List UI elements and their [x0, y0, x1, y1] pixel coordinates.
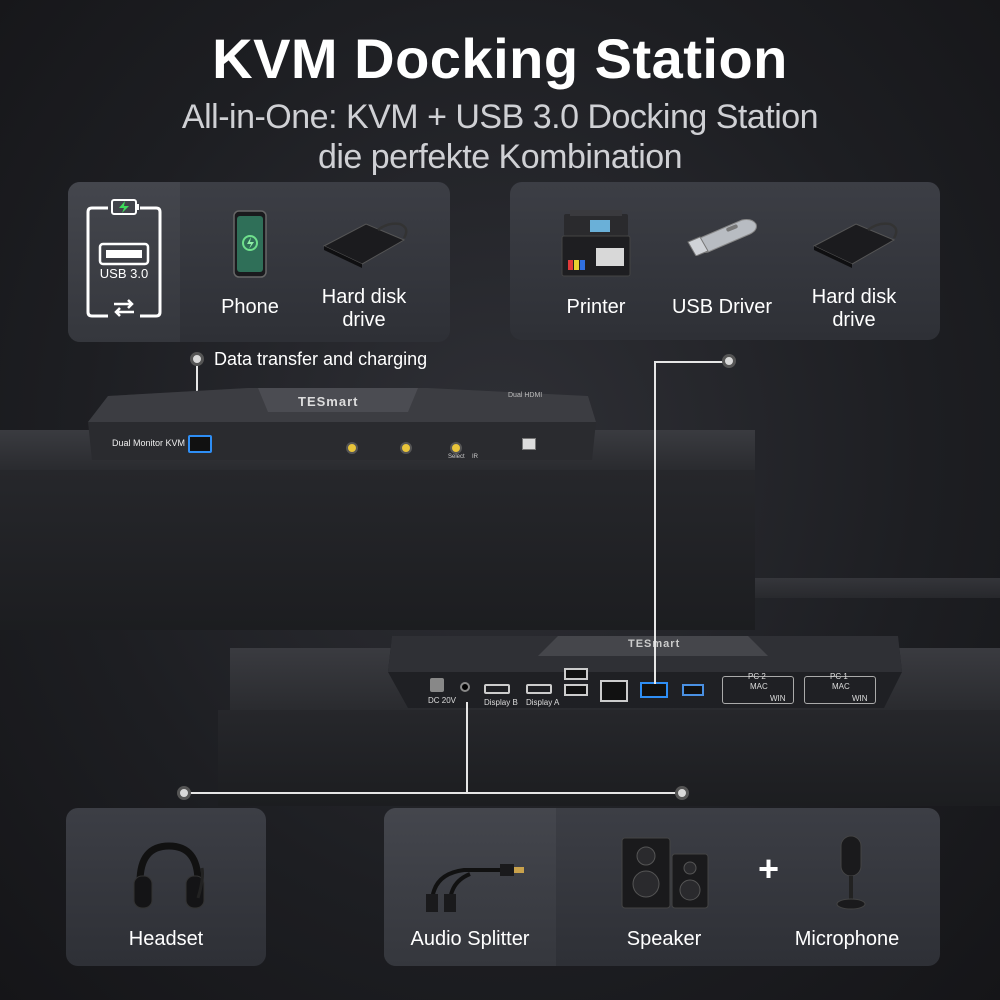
kvm-back-body — [388, 636, 902, 708]
audio-panel-left: Headset — [66, 808, 266, 966]
kvm-back-brand: TESmart — [628, 638, 680, 650]
hard-disk-label-line1: Hard disk — [321, 286, 407, 308]
microphone-label: Microphone — [794, 928, 900, 950]
connector-dot-bottom-right — [675, 786, 689, 800]
hard-disk-icon — [322, 222, 408, 268]
kvm-brand-label: TESmart — [298, 394, 359, 409]
hdmi-port-display-a — [526, 684, 552, 694]
upper-pedestal-face — [0, 470, 755, 630]
hdmi-port-display-b — [484, 684, 510, 694]
phone-label: Phone — [221, 296, 279, 318]
page-title: KVM Docking Station — [212, 27, 788, 90]
usb-port-back-2 — [564, 684, 588, 696]
pc2-mac-label: MAC — [750, 682, 768, 691]
connector-dot-top-right — [722, 354, 736, 368]
kvm-corner-label: Dual HDMI — [508, 392, 543, 399]
select-label: Select — [448, 454, 465, 460]
usb3-port-2 — [682, 684, 704, 696]
hard-disk-label-line2: drive — [342, 309, 386, 331]
kvm-front-body — [88, 388, 596, 460]
audio-splitter-icon — [426, 864, 524, 912]
phone-icon — [233, 210, 267, 278]
hard-disk-label-line2: drive — [832, 309, 876, 331]
callout-text: Data transfer and charging — [214, 349, 428, 369]
ethernet-port — [600, 680, 628, 702]
usb-charging-icon — [86, 199, 162, 318]
usb-badge-label: USB 3.0 — [99, 266, 149, 281]
audio-splitter-tile — [384, 808, 556, 966]
usb-port-back-1 — [564, 668, 588, 680]
pc1-win-label: WIN — [852, 694, 868, 703]
connector-dot-bottom-left — [177, 786, 191, 800]
display-a-label: Display A — [526, 698, 560, 707]
hard-disk-label: Hard disk drive — [304, 286, 424, 332]
kvm-back-device: TESmart DC 20V Display B Display A PC 2 … — [388, 632, 902, 712]
subtitle-line-1: All-in-One: KVM + USB 3.0 Docking Statio… — [181, 98, 819, 136]
right-pedestal-top — [755, 578, 1000, 598]
connector-line-back-usb — [654, 362, 656, 684]
usb3-port-highlighted — [640, 682, 668, 698]
lower-pedestal-face — [218, 710, 1000, 806]
dc-power-port — [430, 678, 444, 692]
connector-line-top-right — [654, 361, 730, 363]
hard-disk-label-line1: Hard disk — [811, 286, 897, 308]
pc2-label: PC 2 — [748, 672, 766, 681]
plus-sign: + — [758, 848, 780, 889]
select-button — [450, 442, 462, 454]
audio-panel-right: Audio Splitter Speaker + Microphone — [384, 808, 940, 966]
audio-jack — [460, 682, 470, 692]
usb-drive-icon — [687, 219, 757, 256]
headset-label: Headset — [128, 928, 204, 950]
audio-splitter-label: Audio Splitter — [410, 928, 530, 950]
printer-icon — [561, 210, 631, 277]
pc-select-button-2 — [400, 442, 412, 454]
usb-devices-panel-right: Printer USB Driver Hard disk drive — [510, 182, 940, 340]
hard-disk-icon — [812, 222, 898, 268]
subtitle-line-2: die perfekte Kombination — [317, 138, 683, 176]
dc-label: DC 20V — [428, 696, 457, 705]
kvm-model-label: Dual Monitor KVM — [112, 438, 186, 448]
hard-disk-label-right: Hard disk drive — [794, 286, 914, 332]
kvm-front-device: TESmart Dual HDMI Dual Monitor KVM Selec… — [88, 386, 596, 462]
microphone-icon — [836, 835, 866, 910]
printer-label: Printer — [566, 296, 626, 318]
pc1-port-group — [804, 676, 876, 704]
pc-select-button-1 — [346, 442, 358, 454]
speaker-icon — [621, 837, 709, 909]
callout-dot — [190, 352, 204, 366]
connector-line-bottom — [184, 792, 682, 794]
usb-port-tile: USB 3.0 — [68, 182, 180, 342]
speaker-label: Speaker — [626, 928, 702, 950]
display-b-label: Display B — [484, 698, 518, 707]
headset-icon — [133, 842, 205, 909]
pc1-mac-label: MAC — [832, 682, 850, 691]
connector-line-audio — [466, 702, 468, 794]
usb-driver-label: USB Driver — [671, 296, 772, 318]
ir-label: IR — [472, 454, 478, 460]
usb-devices-panel-left: USB 3.0 Phone Hard disk drive — [68, 182, 450, 342]
pc2-win-label: WIN — [770, 694, 786, 703]
pc2-port-group — [722, 676, 794, 704]
power-switch — [522, 438, 536, 450]
pc1-label: PC 1 — [830, 672, 848, 681]
front-usb-port — [188, 435, 212, 453]
